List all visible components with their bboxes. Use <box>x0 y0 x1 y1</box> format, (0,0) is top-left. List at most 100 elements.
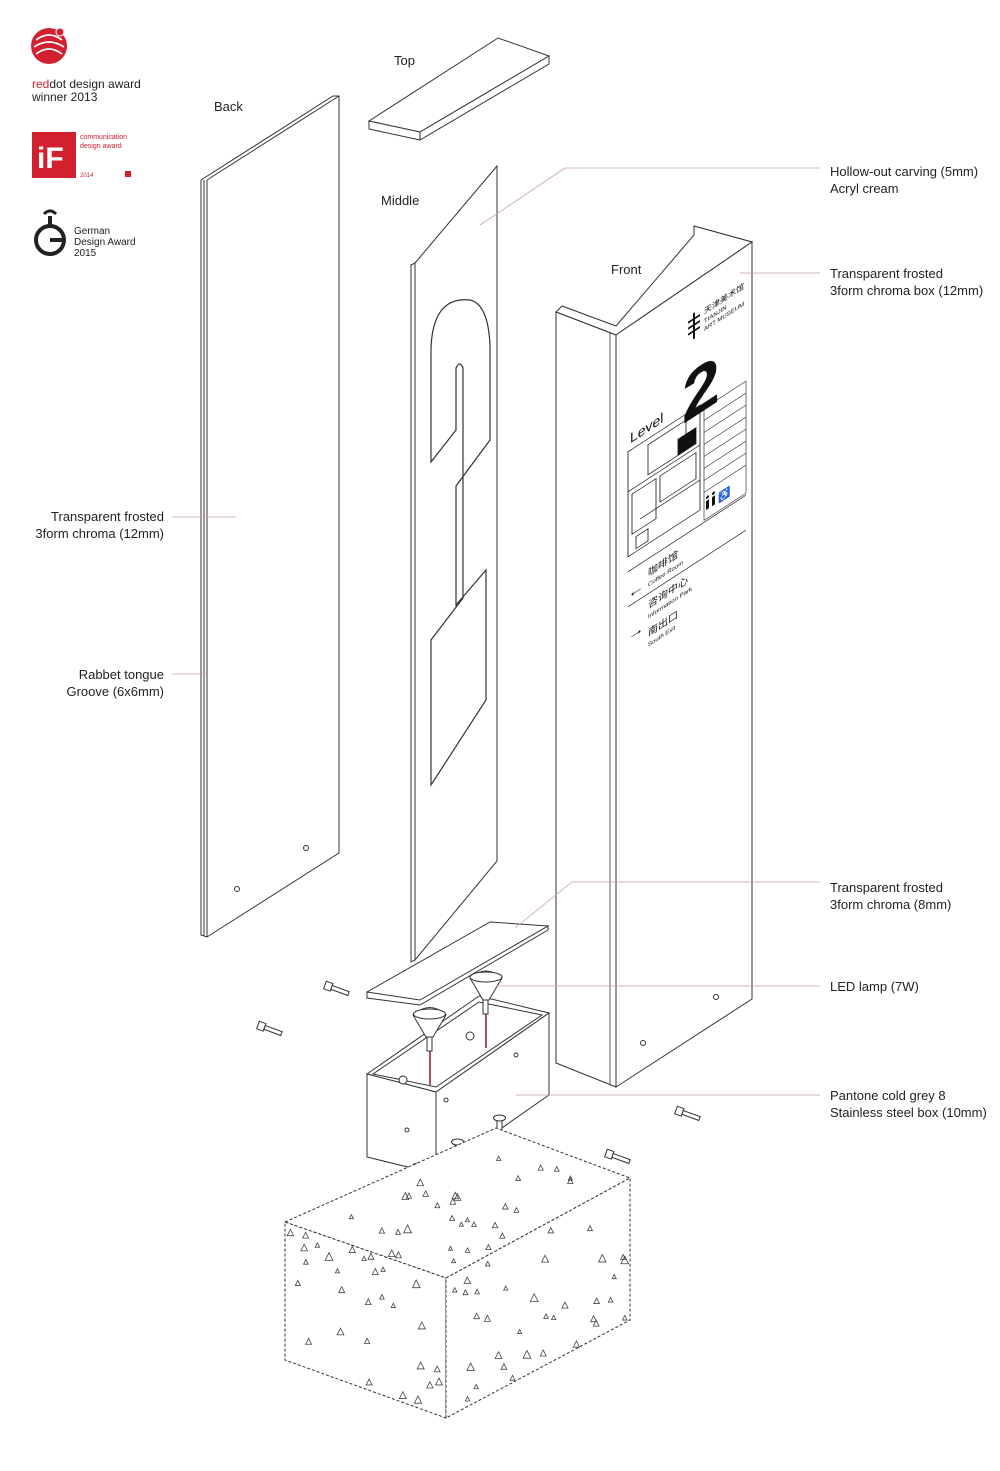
callout-box12: Transparent frosted 3form chroma box (12… <box>830 265 983 299</box>
reddot-brand-red: red <box>32 77 50 91</box>
concrete-speckle <box>426 1380 434 1389</box>
callout-steel-line1: Pantone cold grey 8 <box>830 1088 946 1103</box>
hollow-number-2 <box>430 299 491 788</box>
concrete-speckle <box>541 1254 550 1263</box>
concrete-speckle <box>405 1192 413 1199</box>
concrete-speckle <box>398 1390 407 1399</box>
if-logo-text: iF <box>37 142 64 175</box>
concrete-speckle <box>474 1288 481 1295</box>
concrete-speckle <box>611 1273 617 1280</box>
concrete-speckle <box>500 1362 508 1370</box>
concrete-speckle <box>485 1243 492 1251</box>
concrete-speckle <box>607 1296 614 1303</box>
concrete-speckle <box>586 1224 594 1232</box>
reddot-subtitle: winner 2013 <box>32 90 98 104</box>
concrete-speckle <box>620 1255 630 1265</box>
concrete-speckle <box>411 1279 421 1289</box>
top-panel <box>367 37 551 141</box>
callout-chroma8: Transparent frosted 3form chroma (8mm) <box>830 879 951 913</box>
concrete-speckle <box>417 1321 426 1330</box>
concrete-speckle <box>305 1337 313 1345</box>
concrete-speckle <box>348 1213 355 1220</box>
concrete-speckle <box>484 1260 491 1267</box>
concrete-speckle <box>401 1191 410 1200</box>
concrete-speckle <box>517 1328 523 1334</box>
callout-hollow-line1: Hollow-out carving (5mm) <box>830 164 979 179</box>
concrete-speckles <box>286 1155 630 1404</box>
callout-hollow-line2: Acryl cream <box>830 181 899 196</box>
concrete-speckle <box>483 1314 492 1322</box>
german-award-text: German Design Award 2015 <box>74 226 136 259</box>
if-year: 2014 <box>80 173 94 179</box>
reddot-icon <box>31 27 67 64</box>
restroom-icon <box>706 491 715 511</box>
concrete-speckle <box>324 1251 334 1261</box>
callout-hollow: Hollow-out carving (5mm) Acryl cream <box>830 163 978 197</box>
callout-chroma8-line1: Transparent frosted <box>830 880 943 895</box>
concrete-speckle <box>495 1155 502 1161</box>
concrete-speckle <box>403 1223 413 1234</box>
concrete-speckle <box>464 1216 471 1223</box>
concrete-speckle <box>592 1319 600 1327</box>
concrete-speckle <box>390 1302 397 1308</box>
concrete-speckle <box>334 1267 341 1274</box>
concrete-speckle <box>422 1189 430 1197</box>
concrete-speckle <box>364 1298 372 1306</box>
concrete-speckle <box>453 1192 462 1201</box>
concrete-speckle <box>547 1226 555 1234</box>
concrete-speckle <box>363 1337 371 1344</box>
concrete-speckle <box>314 1241 321 1248</box>
concrete-speckle <box>464 1247 471 1253</box>
concrete-speckle <box>416 1361 425 1370</box>
concrete-speckle <box>593 1297 601 1304</box>
stopwatch-icon <box>34 209 66 256</box>
concrete-speckle <box>503 1285 509 1291</box>
german-design-award-logo <box>34 209 66 256</box>
callout-chroma12-line2: 3form chroma (12mm) <box>35 526 164 541</box>
legend-list <box>703 380 747 521</box>
concrete-speckle <box>543 1312 549 1319</box>
concrete-speckle <box>513 1206 520 1213</box>
concrete-speckle <box>515 1174 522 1181</box>
concrete-speckle <box>302 1231 310 1239</box>
concrete-speckle <box>394 1228 402 1235</box>
museum-logo-icon <box>688 312 700 340</box>
callout-steel-line2: Stainless steel box (10mm) <box>830 1105 987 1120</box>
concrete-speckle <box>464 1395 471 1402</box>
german-award-line1: German <box>74 226 111 237</box>
reddot-award-logo <box>31 27 67 64</box>
concrete-speckle <box>367 1252 375 1260</box>
concrete-speckle <box>348 1245 357 1253</box>
concrete-speckle <box>550 1314 557 1320</box>
concrete-speckle <box>449 1214 456 1221</box>
front-box-hole <box>640 1040 646 1046</box>
label-front: Front <box>611 262 642 277</box>
screw <box>255 980 701 1165</box>
if-red-dot <box>125 171 131 177</box>
concrete-speckle <box>434 1377 444 1386</box>
concrete-speckle <box>539 1349 547 1357</box>
callout-box12-line2: 3form chroma box (12mm) <box>830 283 984 298</box>
chroma-8mm-plate <box>365 921 550 1006</box>
callout-led: LED lamp (7W) <box>830 979 919 994</box>
led-lamp <box>412 970 503 1052</box>
callout-rabbet-line1: Rabbet tongue <box>78 667 164 682</box>
concrete-speckle <box>572 1340 581 1348</box>
callout-steel: Pantone cold grey 8 Stainless steel box … <box>830 1087 987 1121</box>
concrete-speckle <box>286 1228 295 1237</box>
concrete-speckle <box>394 1251 403 1259</box>
concrete-speckle <box>463 1276 472 1284</box>
if-logo-square <box>32 132 76 178</box>
concrete-speckle <box>434 1201 441 1209</box>
concrete-speckle <box>561 1301 569 1309</box>
concrete-speckle <box>529 1292 539 1302</box>
if-line1: communication <box>80 134 127 141</box>
german-award-line3: 2015 <box>74 248 97 259</box>
concrete-speckle <box>433 1365 441 1373</box>
leader-lines <box>172 167 820 1096</box>
concrete-speckle <box>300 1243 309 1252</box>
concrete-speckle <box>537 1164 544 1171</box>
front-box-hole <box>713 994 719 1000</box>
concrete-speckle <box>494 1350 503 1360</box>
concrete-speckle <box>451 1286 458 1293</box>
